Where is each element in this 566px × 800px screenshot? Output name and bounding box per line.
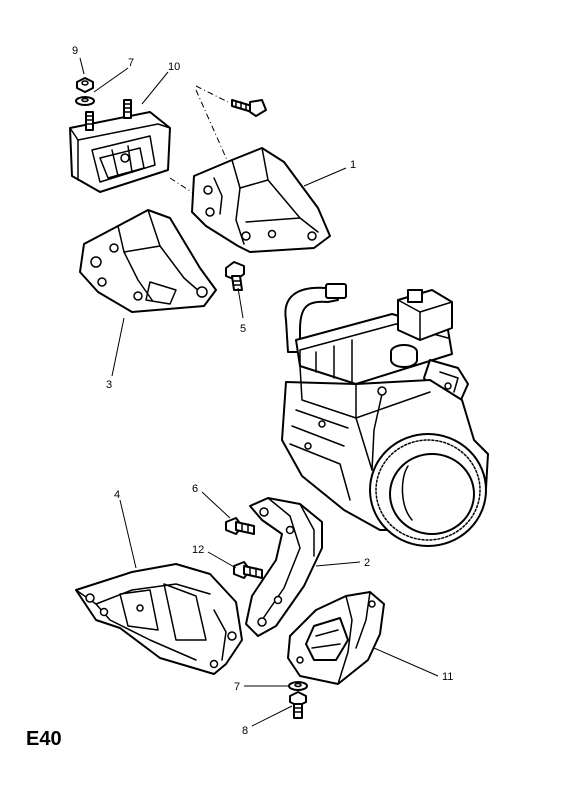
part-7-washer-upper xyxy=(75,96,95,106)
callout-9: 9 xyxy=(72,45,78,57)
part-10-rubber-mount xyxy=(69,99,171,193)
upper-bolt xyxy=(231,99,267,117)
part-9-nut xyxy=(76,77,94,93)
engine-block xyxy=(281,283,489,547)
alignment-line-upper xyxy=(195,85,229,103)
callout-4: 4 xyxy=(114,489,120,501)
callout-8: 8 xyxy=(242,725,248,737)
part-7-washer-lower xyxy=(288,681,308,691)
part-5-bolt xyxy=(225,261,245,291)
part-6-bolt xyxy=(225,517,255,535)
leader-lines xyxy=(79,57,439,727)
callout-6: 6 xyxy=(192,483,198,495)
part-11-rubber-mount xyxy=(287,591,385,685)
callout-3: 3 xyxy=(106,379,112,391)
callout-5: 5 xyxy=(240,323,246,335)
part-4-bracket xyxy=(75,563,243,675)
callout-10: 10 xyxy=(168,61,180,73)
callout-7-lower: 7 xyxy=(234,681,240,693)
callout-1: 1 xyxy=(350,159,356,171)
callout-2: 2 xyxy=(364,557,370,569)
part-8-bolt xyxy=(289,691,307,719)
callout-7-upper: 7 xyxy=(128,57,134,69)
part-2-bracket xyxy=(245,497,323,637)
diagram-code: E40 xyxy=(26,728,62,750)
part-1-engine-bracket xyxy=(191,147,331,253)
part-12-bolt xyxy=(233,561,263,579)
callout-12: 12 xyxy=(192,544,204,556)
callout-11: 11 xyxy=(442,671,453,683)
part-3-bracket xyxy=(79,209,217,313)
